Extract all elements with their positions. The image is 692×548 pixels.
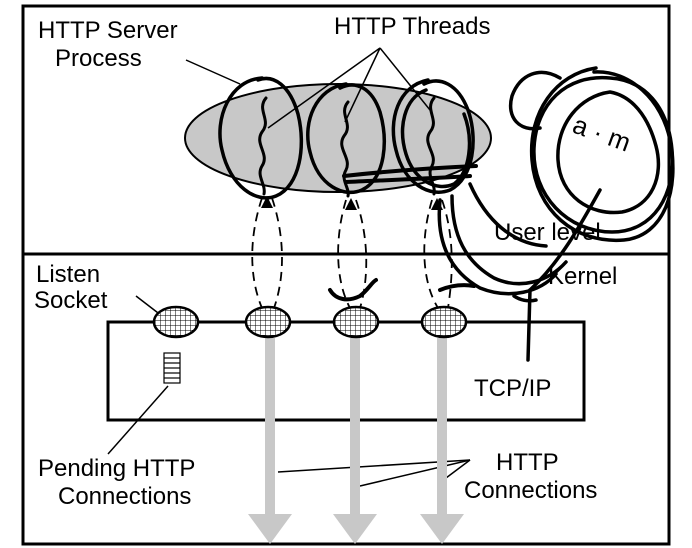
kernel-label: Kernel: [548, 263, 617, 290]
http-threads-label: HTTP Threads: [334, 13, 491, 40]
connection-arrow-2: [333, 338, 377, 544]
pending-label-line1: Pending HTTP: [38, 455, 195, 482]
listen-socket-label-line2: Socket: [34, 287, 108, 314]
http-connections-label-line1: HTTP: [496, 449, 559, 476]
tcp-ip-box: [106, 320, 586, 422]
pending-label-line2: Connections: [58, 483, 191, 510]
connection-socket-3: [420, 305, 468, 339]
crossing-strokes: [328, 164, 478, 302]
connection-socket-2: [332, 305, 380, 339]
user-level-label: User level: [494, 219, 601, 246]
threads-leader-2: [344, 47, 381, 123]
threads-leader-1: [267, 47, 381, 129]
http-connections-label-line2: Connections: [464, 477, 597, 504]
scribble-text: a · m: [569, 109, 635, 157]
link-arrowheads: [261, 196, 443, 210]
listen-socket-label-line1: Listen: [36, 261, 100, 288]
pending-leader: [107, 385, 169, 455]
connection-socket-1: [244, 305, 292, 339]
tcp-ip-label: TCP/IP: [474, 375, 551, 402]
connection-arrow-1: [248, 338, 292, 544]
connection-arrow-3: [420, 338, 464, 544]
kernel-box: [21, 252, 671, 546]
server-process-leader: [185, 59, 241, 85]
listen-socket: [152, 305, 200, 339]
connections-leader-2: [359, 459, 471, 487]
server-process-label-line2: Process: [55, 45, 142, 72]
labels: HTTP Server Process HTTP Threads User le…: [34, 13, 617, 510]
connections-leader-3: [445, 459, 471, 479]
server-process-label-line1: HTTP Server: [38, 17, 178, 44]
threads-leader-3: [379, 47, 431, 111]
pending-queue-icon: [163, 352, 181, 384]
handwritten-scribble: [437, 66, 675, 362]
